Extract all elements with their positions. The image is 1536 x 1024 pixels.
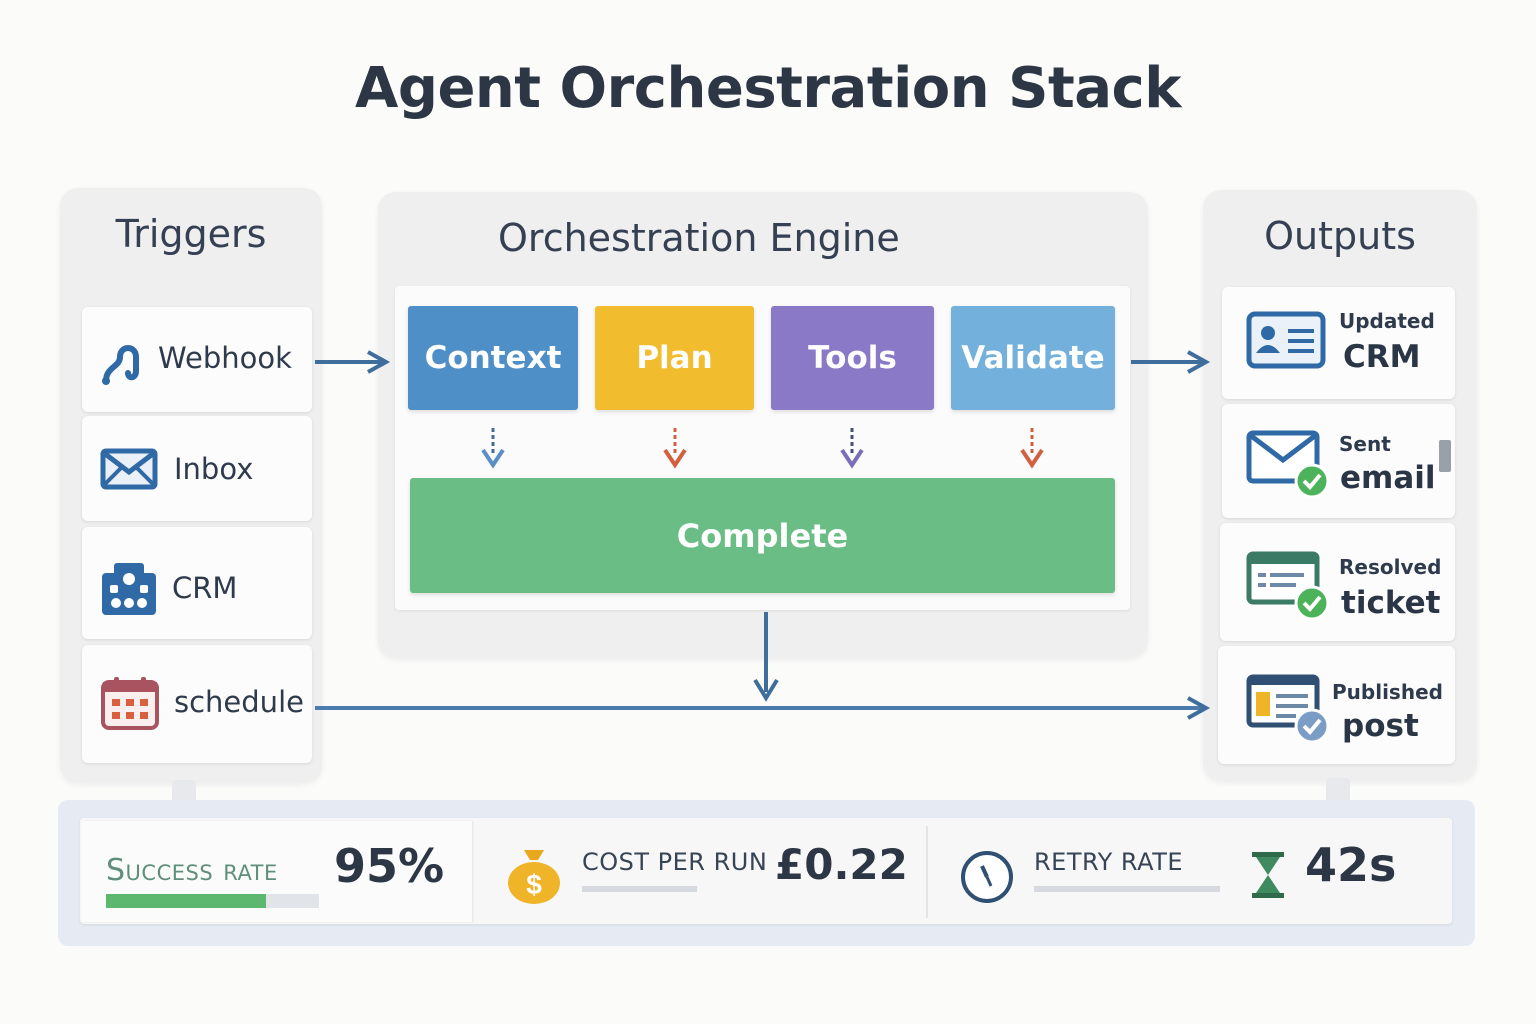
success-progress-track [106, 894, 319, 908]
stage-complete[interactable]: Complete [410, 478, 1115, 593]
output-ticket-line2: ticket [1341, 585, 1441, 621]
output-email[interactable]: Sent email [1222, 404, 1455, 518]
output-ticket[interactable]: Resolved ticket [1220, 523, 1455, 641]
arrow-engine-to-outputs [1131, 350, 1211, 374]
trigger-inbox-label: Inbox [174, 452, 254, 486]
calendar-icon [101, 677, 159, 730]
webhook-icon [102, 345, 139, 385]
metric-divider [926, 826, 928, 918]
connector-left [172, 780, 196, 806]
scrollbar-thumb[interactable] [1439, 440, 1451, 472]
retry-underline [1034, 886, 1220, 892]
envelope-icon [100, 448, 158, 490]
arrow-context-down [481, 428, 505, 469]
post-published-icon [1246, 674, 1330, 744]
building-icon [102, 563, 156, 615]
output-email-line1: Sent [1339, 432, 1391, 456]
arrow-plan-down [663, 428, 687, 469]
arrow-webhook-to-engine [315, 350, 391, 374]
metric-cost-value: £0.22 [775, 840, 908, 889]
svg-text:$: $ [526, 869, 542, 900]
metric-retry-label: RETRY RATE [1034, 848, 1184, 876]
success-progress-fill [106, 894, 266, 908]
metric-cost-label: COST PER RUN [582, 848, 768, 876]
page-title: Agent Orchestration Stack [355, 56, 1181, 121]
metric-success: Success rate 95% [82, 821, 472, 922]
output-post[interactable]: Published post [1218, 646, 1455, 764]
engine-title: Orchestration Engine [498, 216, 900, 260]
output-email-line2: email [1340, 460, 1436, 496]
stage-context[interactable]: Context [408, 306, 578, 410]
output-post-line1: Published [1332, 680, 1443, 704]
connector-right [1326, 778, 1350, 804]
ticket-resolved-icon [1246, 551, 1330, 621]
arrow-validate-down [1020, 428, 1044, 469]
stage-plan[interactable]: Plan [595, 306, 754, 410]
money-bag-icon: $ [508, 850, 560, 904]
trigger-webhook[interactable]: Webhook [82, 307, 312, 412]
cost-underline [582, 886, 697, 892]
metric-success-label: Success rate [106, 853, 278, 888]
outputs-title: Outputs [1264, 214, 1416, 258]
arrow-schedule-to-outputs [315, 696, 1211, 720]
output-crm[interactable]: Updated CRM [1222, 287, 1455, 399]
output-ticket-line1: Resolved [1339, 555, 1442, 579]
stage-validate[interactable]: Validate [951, 306, 1115, 410]
arrow-complete-down [753, 612, 779, 702]
output-crm-line1: Updated [1339, 309, 1435, 333]
trigger-webhook-label: Webhook [158, 341, 292, 375]
output-post-line2: post [1342, 708, 1419, 744]
stage-tools[interactable]: Tools [771, 306, 934, 410]
trigger-crm-label: CRM [172, 571, 238, 605]
clock-icon [961, 851, 1013, 903]
contact-card-icon [1246, 311, 1326, 369]
metric-retry-value: 42s [1305, 838, 1397, 892]
metric-success-value: 95% [334, 839, 445, 893]
arrow-tools-down [840, 428, 864, 469]
trigger-schedule[interactable]: schedule [82, 645, 312, 763]
trigger-schedule-label: schedule [174, 685, 304, 719]
hourglass-icon [1252, 852, 1284, 898]
trigger-inbox[interactable]: Inbox [82, 416, 312, 521]
email-sent-icon [1246, 430, 1330, 499]
output-crm-line2: CRM [1343, 339, 1421, 375]
triggers-title: Triggers [115, 212, 267, 256]
trigger-crm[interactable]: CRM [82, 527, 312, 639]
